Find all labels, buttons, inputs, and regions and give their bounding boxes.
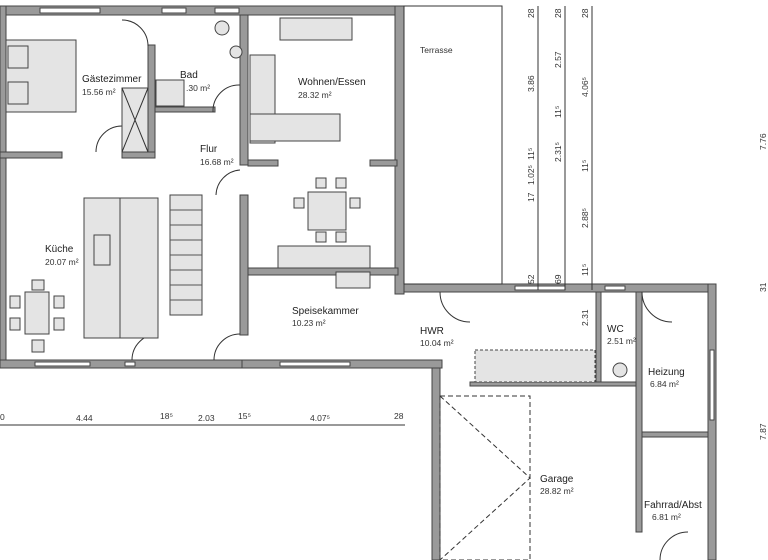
- room-name: HWR: [420, 326, 444, 337]
- dim-label: 4.06⁵: [580, 77, 590, 97]
- kitchen-counter: [83, 197, 123, 339]
- dim-label: 11⁵: [553, 106, 563, 118]
- dim-label: 18⁵: [160, 411, 173, 421]
- toilet: [214, 20, 230, 36]
- room-name: Wohnen/Essen: [298, 77, 366, 88]
- room-name: Flur: [200, 144, 218, 155]
- kitchen-table: [24, 291, 50, 335]
- dim-label: 7.76: [758, 133, 768, 150]
- dim-label: 2.31: [580, 309, 590, 326]
- dim-label: 28: [553, 8, 563, 18]
- room-area: 16.68 m²: [200, 157, 234, 167]
- door-swings: [95, 19, 689, 560]
- room-area: 28.82 m²: [540, 486, 574, 496]
- hwr-stairs: [474, 349, 596, 383]
- room-name: Fahrrad/Abst: [644, 500, 702, 511]
- room-name: Bad: [180, 70, 198, 81]
- dim-label: 3.86: [526, 75, 536, 92]
- room-name: Heizung: [648, 367, 685, 378]
- dimension-lines: [0, 6, 593, 426]
- room-name: Gästezimmer: [82, 74, 142, 85]
- room-area: 6.81 m²: [652, 512, 681, 522]
- dining-table: [307, 191, 347, 231]
- dim-label: 11⁵: [580, 160, 590, 172]
- room-area: 6.84 m²: [650, 379, 679, 389]
- room-labels: Gästezimmer 15.56 m² Bad .30 m² Wohnen/E…: [45, 45, 702, 522]
- dim-label: 28: [580, 8, 590, 18]
- dim-label: 69: [553, 274, 563, 284]
- dim-label: 11⁵: [526, 148, 536, 160]
- dim-label: 15⁵: [238, 411, 251, 421]
- room-area: 20.07 m²: [45, 257, 79, 267]
- sink: [229, 45, 243, 59]
- dim-label: 7.87: [758, 423, 768, 440]
- dim-label: 4.44: [76, 413, 93, 423]
- dim-label: 52: [526, 274, 536, 284]
- terrace-outline: [403, 5, 503, 285]
- dim-label: 28: [394, 411, 404, 421]
- dim-label: 28: [526, 8, 536, 18]
- tv-board: [279, 17, 353, 41]
- dim-label: 1.02⁵: [526, 165, 536, 185]
- room-area: 10.04 m²: [420, 338, 454, 348]
- dim-label: 2.88⁵: [580, 208, 590, 228]
- dim-label: 2.57: [553, 51, 563, 68]
- dim-label: 2.03: [198, 413, 215, 423]
- room-name: Garage: [540, 474, 574, 485]
- room-area: 15.56 m²: [82, 87, 116, 97]
- shower: [155, 79, 185, 107]
- room-area: 28.32 m²: [298, 90, 332, 100]
- vertical-dimension-labels: 28 3.86 11⁵ 1.02⁵ 17 52 28 2.57 11⁵ 2.31…: [526, 8, 768, 440]
- room-name: Speisekammer: [292, 306, 359, 317]
- horizontal-dimension-labels: 0 4.44 18⁵ 2.03 15⁵ 4.07⁵ 28: [0, 411, 404, 423]
- room-name: Terrasse: [420, 45, 453, 55]
- room-area: 10.23 m²: [292, 318, 326, 328]
- dim-label: 2.31⁵: [553, 142, 563, 162]
- dim-label: 31: [758, 282, 768, 292]
- dim-label: 0: [0, 412, 5, 422]
- furniture: [5, 17, 628, 383]
- room-name: Küche: [45, 244, 74, 255]
- room-name: WC: [607, 324, 624, 335]
- room-area: .30 m²: [186, 83, 210, 93]
- walls: [0, 5, 717, 560]
- dim-label: 11⁵: [580, 264, 590, 276]
- garage-door: [439, 395, 531, 560]
- dim-label: 4.07⁵: [310, 413, 330, 423]
- room-area: 2.51 m²: [607, 336, 636, 346]
- dim-label: 17: [526, 192, 536, 202]
